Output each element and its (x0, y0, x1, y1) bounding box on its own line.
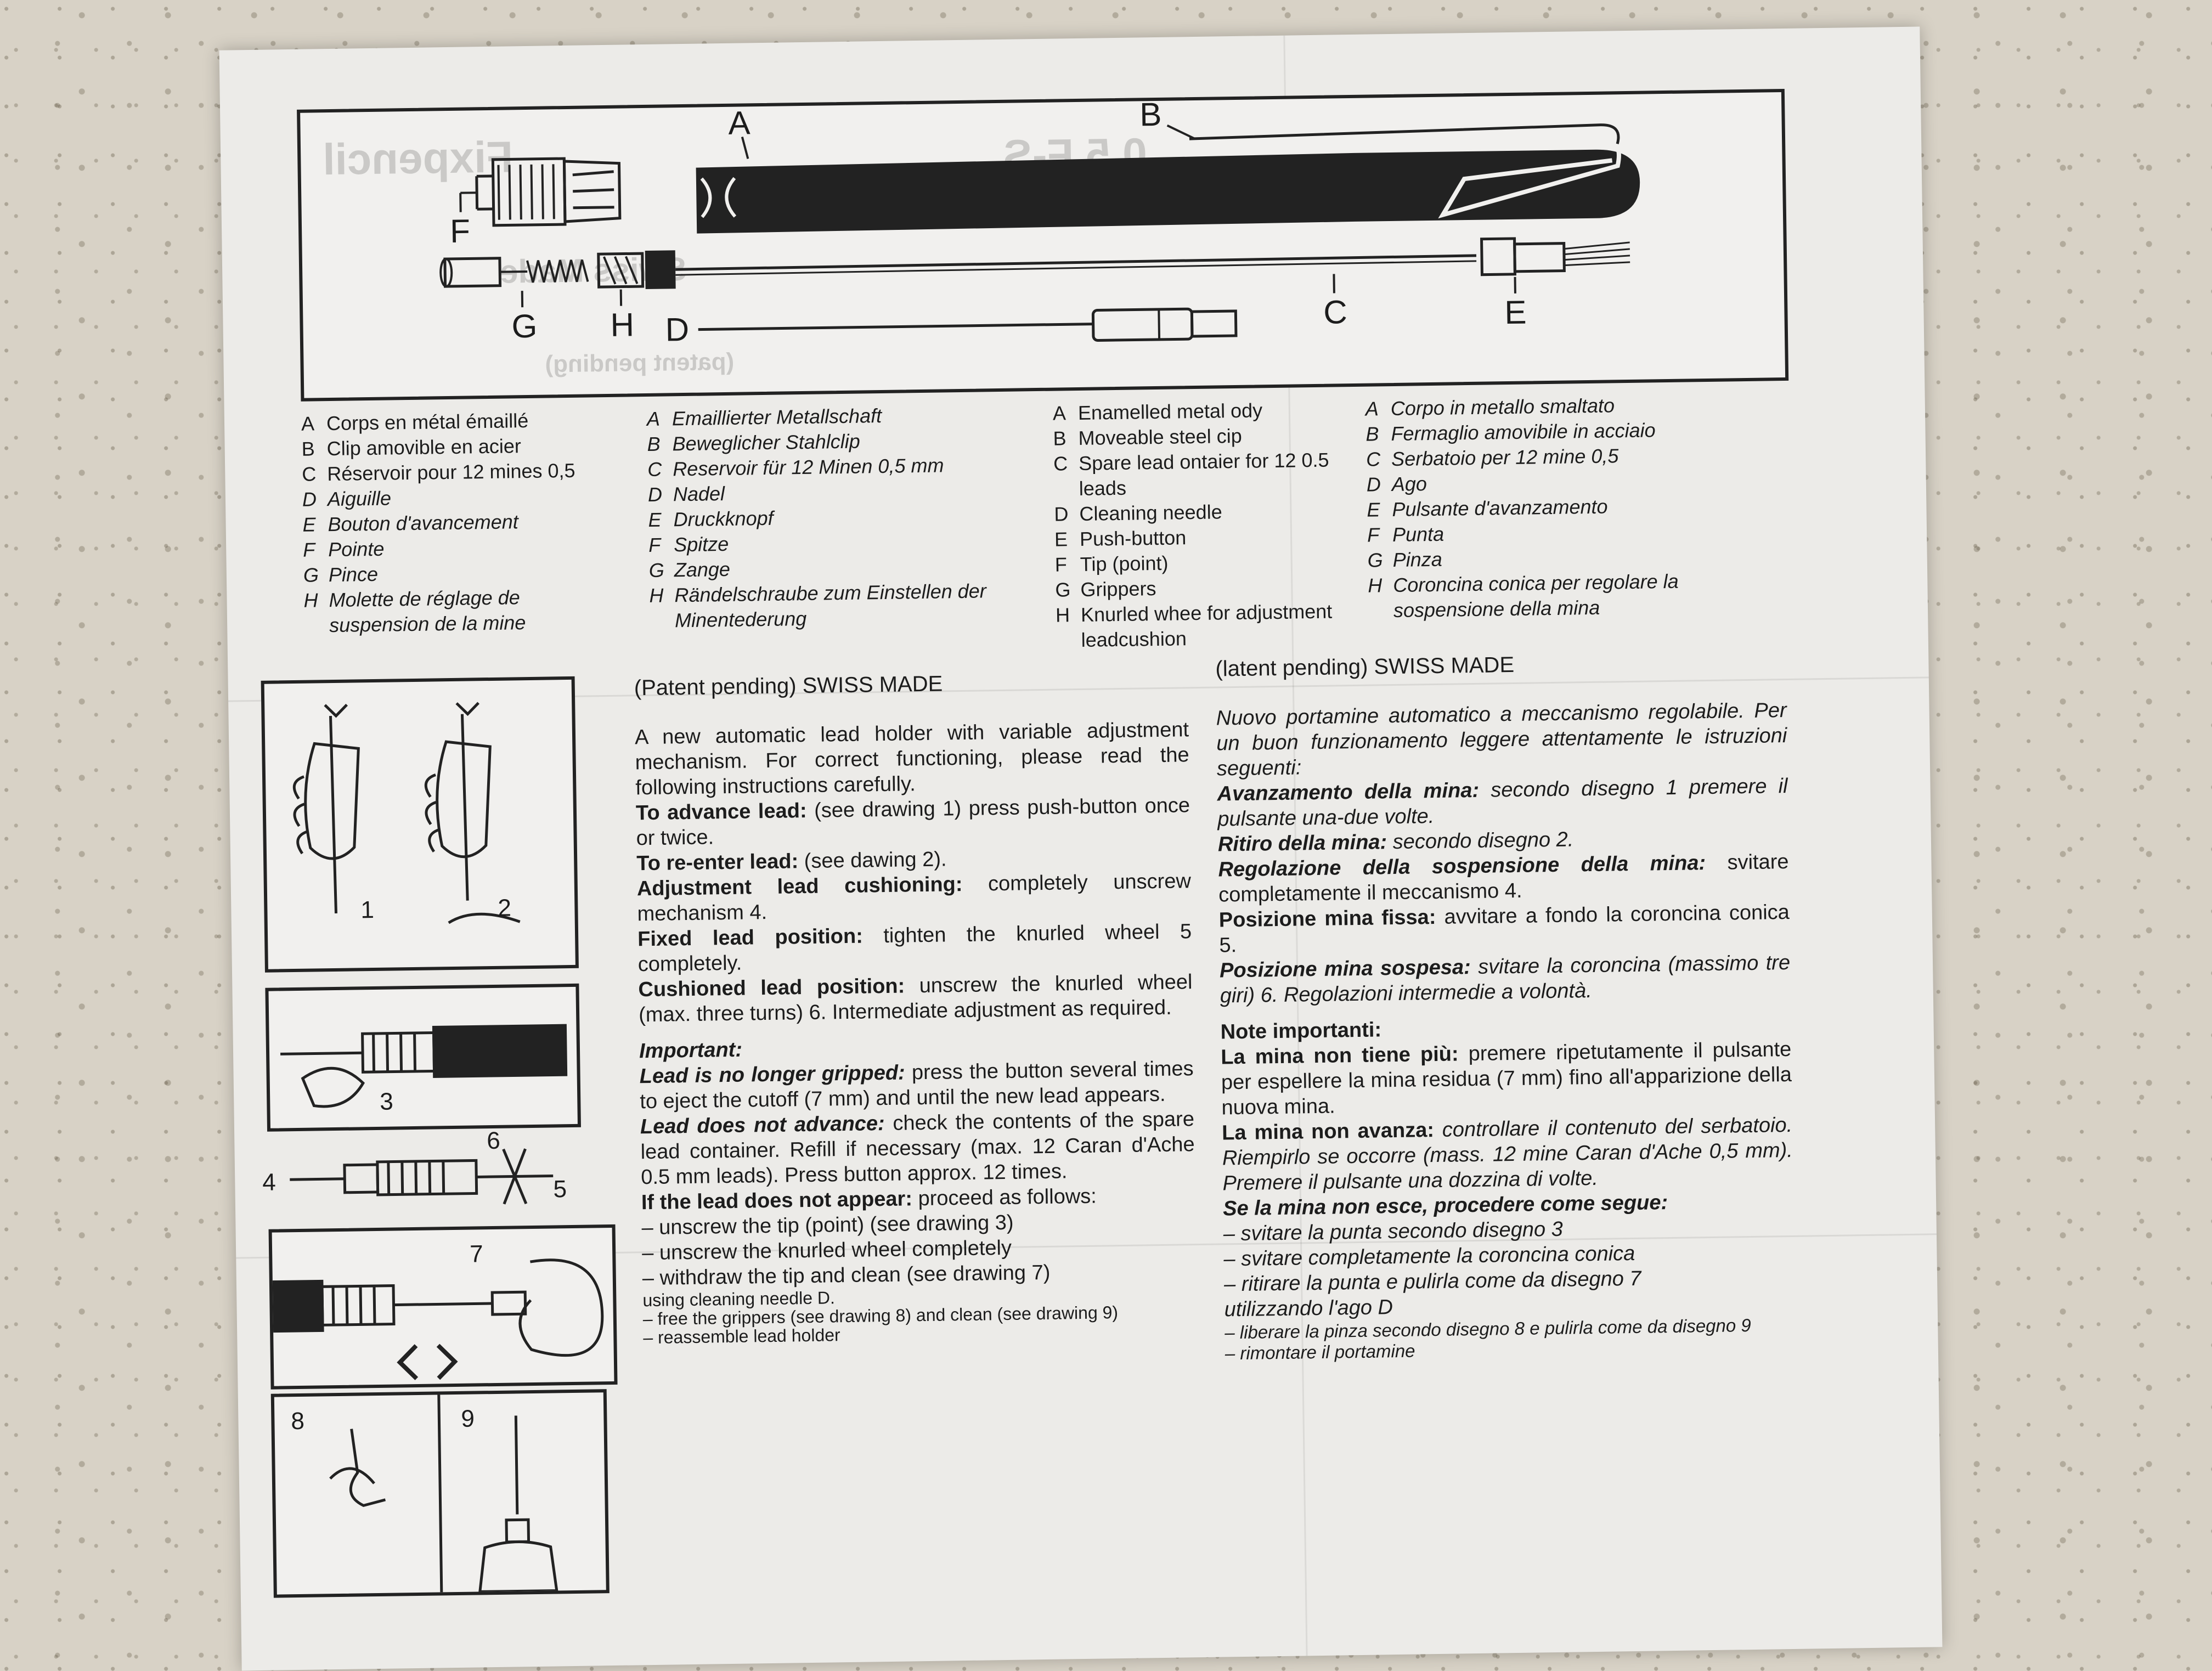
drawing-number: 6 (487, 1127, 500, 1155)
label-h: H (610, 306, 634, 344)
drawing-number: 5 (553, 1176, 567, 1203)
label-c: C (1323, 293, 1347, 331)
cleaning-icon (272, 1228, 614, 1386)
italian-header: (latent pending) SWISS MADE (1215, 648, 1786, 682)
label-g: G (511, 307, 538, 346)
drawing-7: 7 (269, 1224, 618, 1390)
drawing-number: 1 (360, 896, 374, 924)
label-d: D (665, 311, 689, 349)
drawing-4-5-6: 4 5 6 (267, 1132, 575, 1218)
grippers-icon (274, 1392, 606, 1594)
knurled-wheel-icon (267, 1132, 575, 1218)
pencil-drawing (300, 92, 1785, 398)
drawing-1-2: 1 2 (261, 676, 579, 973)
label-b: B (1139, 95, 1162, 134)
instruction-sheet: Fixpencil 0.5 F-S Swiss Made (patent pen… (219, 27, 1943, 1671)
drawing-8-9: 8 9 (271, 1389, 610, 1598)
english-instructions: (Patent pending) SWISS MADE A new automa… (634, 668, 1198, 1347)
drawing-number: 8 (291, 1408, 304, 1435)
label-e: E (1504, 293, 1527, 332)
english-header: (Patent pending) SWISS MADE (634, 668, 1189, 701)
italian-intro: Nuovo portamine automatico a meccanismo … (1216, 698, 1787, 782)
drawing-number: 2 (498, 895, 511, 922)
pencil-diagram: Fixpencil 0.5 F-S Swiss Made (patent pen… (297, 89, 1788, 402)
drawing-number: 9 (461, 1405, 475, 1433)
hands-icon (264, 680, 575, 969)
label-a: A (728, 104, 751, 142)
label-f: F (450, 212, 471, 250)
drawing-panels: 1 2 3 (261, 676, 631, 1630)
english-intro: A new automatic lead holder with variabl… (635, 717, 1190, 800)
drawing-number: 7 (470, 1240, 483, 1268)
tip-unscrew-icon (268, 987, 577, 1128)
drawing-3: 3 (265, 984, 581, 1132)
drawing-number: 3 (380, 1088, 393, 1116)
italian-instructions: (latent pending) SWISS MADE Nuovo portam… (1215, 648, 1796, 1364)
drawing-number: 4 (262, 1169, 276, 1196)
